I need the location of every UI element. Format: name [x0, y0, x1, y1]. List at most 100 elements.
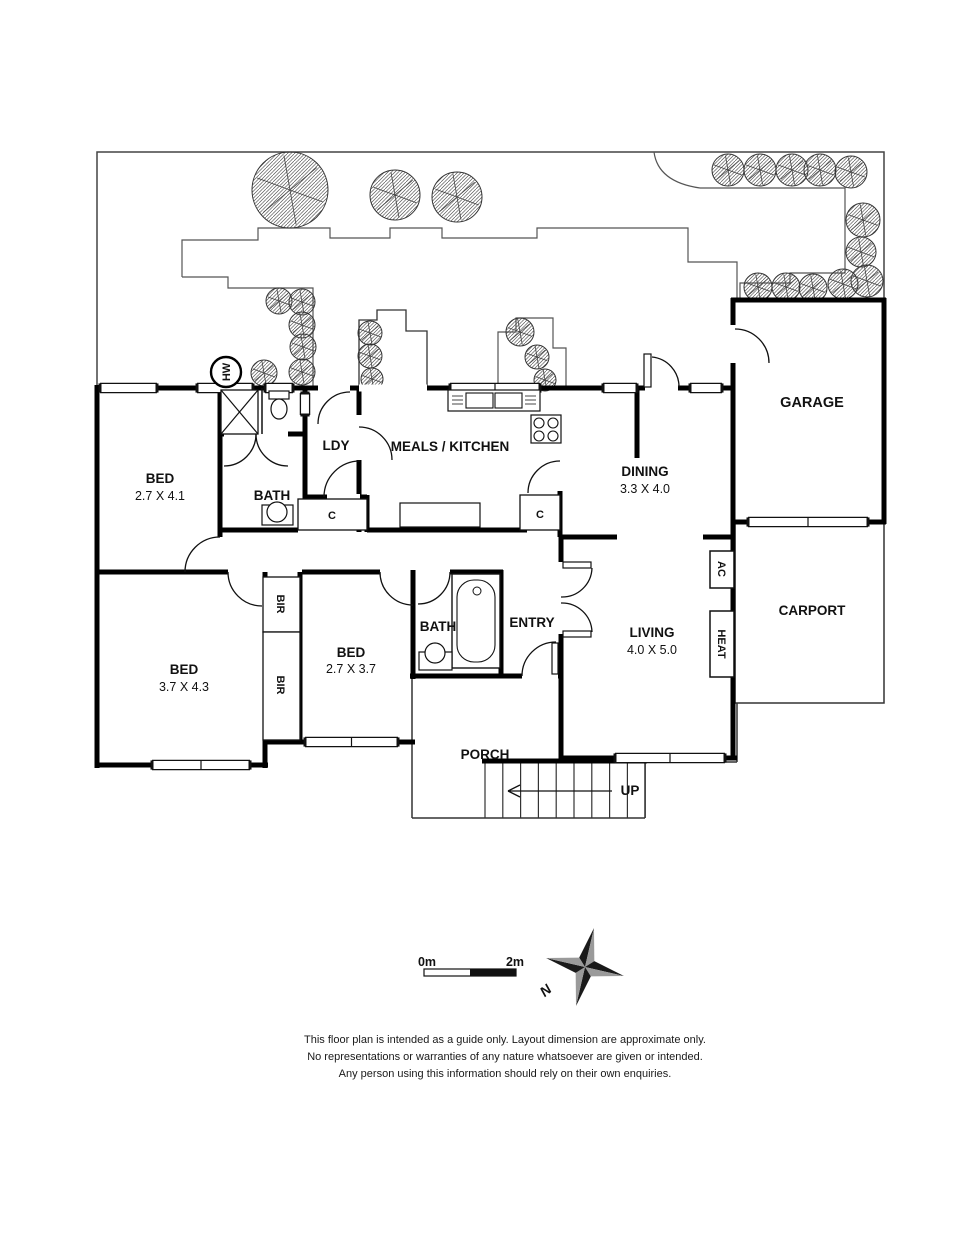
tree-branch-line — [263, 365, 274, 374]
tree-branch-line — [439, 196, 458, 213]
tree-branch-line — [526, 352, 538, 358]
up-label: UP — [621, 783, 640, 798]
north-label: N — [536, 980, 555, 999]
hw-label: HW — [221, 362, 233, 381]
tree-branch-line — [536, 349, 546, 358]
room-label-living: LIVING — [629, 625, 674, 640]
stove-burner — [547, 430, 559, 442]
window-end — [300, 391, 310, 395]
tree-branch-line — [435, 188, 458, 198]
tree-branch-line — [299, 290, 303, 303]
compass-star — [585, 961, 624, 976]
room-label-bed1: BED — [146, 471, 175, 486]
tree-branch-line — [361, 355, 371, 364]
scale-end-label: 2m — [506, 955, 524, 969]
tree-branch-line — [377, 194, 396, 211]
tree-branch-line — [806, 164, 821, 171]
toilet-icon — [270, 398, 288, 420]
tree-branch-line — [839, 171, 852, 182]
tree-branch-line — [361, 332, 371, 341]
compass-star — [579, 928, 594, 967]
tree-branch-line — [369, 325, 379, 334]
tree-branch-line — [267, 296, 280, 302]
tree-branch-line — [369, 332, 381, 338]
window-end — [396, 737, 400, 747]
tree-branch-line — [866, 280, 881, 287]
tree-branch-line — [773, 282, 787, 288]
tree-branch-line — [369, 355, 373, 367]
window — [100, 383, 157, 393]
tree-branch-line — [862, 219, 867, 236]
plan-labels: BED 2.7 X 4.1 BED 3.7 X 4.3 BED 2.7 X 3.… — [135, 362, 846, 1080]
tree-branch-line — [544, 373, 554, 381]
tree-branch-line — [299, 313, 303, 326]
tree-branch-line — [850, 219, 864, 231]
tree-branch-line — [290, 297, 303, 303]
room-label-entry: ENTRY — [509, 615, 554, 630]
tree-branch-line — [840, 270, 844, 285]
tree-branch-line — [755, 274, 759, 288]
tree-branch-line — [829, 278, 844, 285]
room-dims-bed3: 2.7 X 3.7 — [326, 662, 376, 676]
tree-branch-line — [292, 371, 303, 380]
bir-box — [262, 631, 301, 741]
tree-branch-line — [759, 169, 774, 176]
tree-branch-line — [302, 339, 313, 348]
tree-branch-line — [812, 279, 824, 289]
thin-path — [184, 536, 221, 573]
garden-bed-path — [700, 187, 846, 298]
door-gap — [522, 673, 558, 679]
disclaimer-line-3: Any person using this information should… — [339, 1068, 672, 1080]
window-end — [300, 413, 310, 417]
thin-path — [651, 356, 680, 388]
window-end — [195, 383, 199, 393]
tree-branch-line — [860, 251, 875, 258]
tree-branch-line — [847, 246, 862, 253]
thin-path — [358, 426, 393, 461]
room-dims-living: 4.0 X 5.0 — [627, 643, 677, 657]
tree-branch-line — [283, 155, 291, 191]
tree-branch-line — [291, 342, 304, 348]
tree-branch-line — [394, 194, 417, 204]
tree-branch-line — [292, 301, 303, 310]
compass-star — [585, 928, 595, 967]
tree-branch-line — [369, 348, 379, 357]
tree-branch-line — [507, 327, 521, 333]
window — [265, 383, 293, 393]
tree-branch-line — [528, 356, 538, 365]
tree-branch-line — [302, 346, 306, 359]
tree-branch-line — [819, 169, 823, 185]
tree-branch-line — [534, 346, 538, 358]
window-end — [723, 753, 727, 763]
tree-branch-line — [837, 166, 852, 173]
tree-branch-line — [269, 300, 280, 309]
tree-branch-line — [359, 328, 371, 334]
thin-path — [560, 567, 593, 598]
tree-branch-line — [727, 169, 742, 176]
tree-branch-line — [759, 160, 772, 171]
tree-branch-line — [394, 179, 413, 196]
window-end — [303, 737, 307, 747]
room-dims-bed2: 3.7 X 4.3 — [159, 680, 209, 694]
tree-branch-line — [278, 300, 291, 306]
up-arrow-head — [507, 784, 521, 792]
plan-geometry — [94, 151, 887, 1006]
tree-branch-line — [727, 169, 731, 185]
tree-branch-line — [785, 286, 799, 292]
thin-path — [560, 602, 593, 633]
tree-branch-line — [850, 162, 863, 173]
window-end — [291, 383, 295, 393]
tree-branch-line — [452, 174, 458, 198]
tree-branch-line — [456, 196, 479, 206]
ac-unit — [709, 550, 735, 589]
basin-icon — [266, 501, 288, 523]
window-end — [98, 383, 102, 393]
tree-branch-line — [783, 274, 787, 288]
closet-label-1: C — [328, 510, 336, 522]
room-label-carport: CARPORT — [779, 603, 847, 618]
thin-path — [255, 433, 289, 467]
tree-branch-line — [746, 164, 761, 171]
tree-branch-line — [785, 278, 797, 288]
tree-branch-line — [362, 375, 373, 380]
